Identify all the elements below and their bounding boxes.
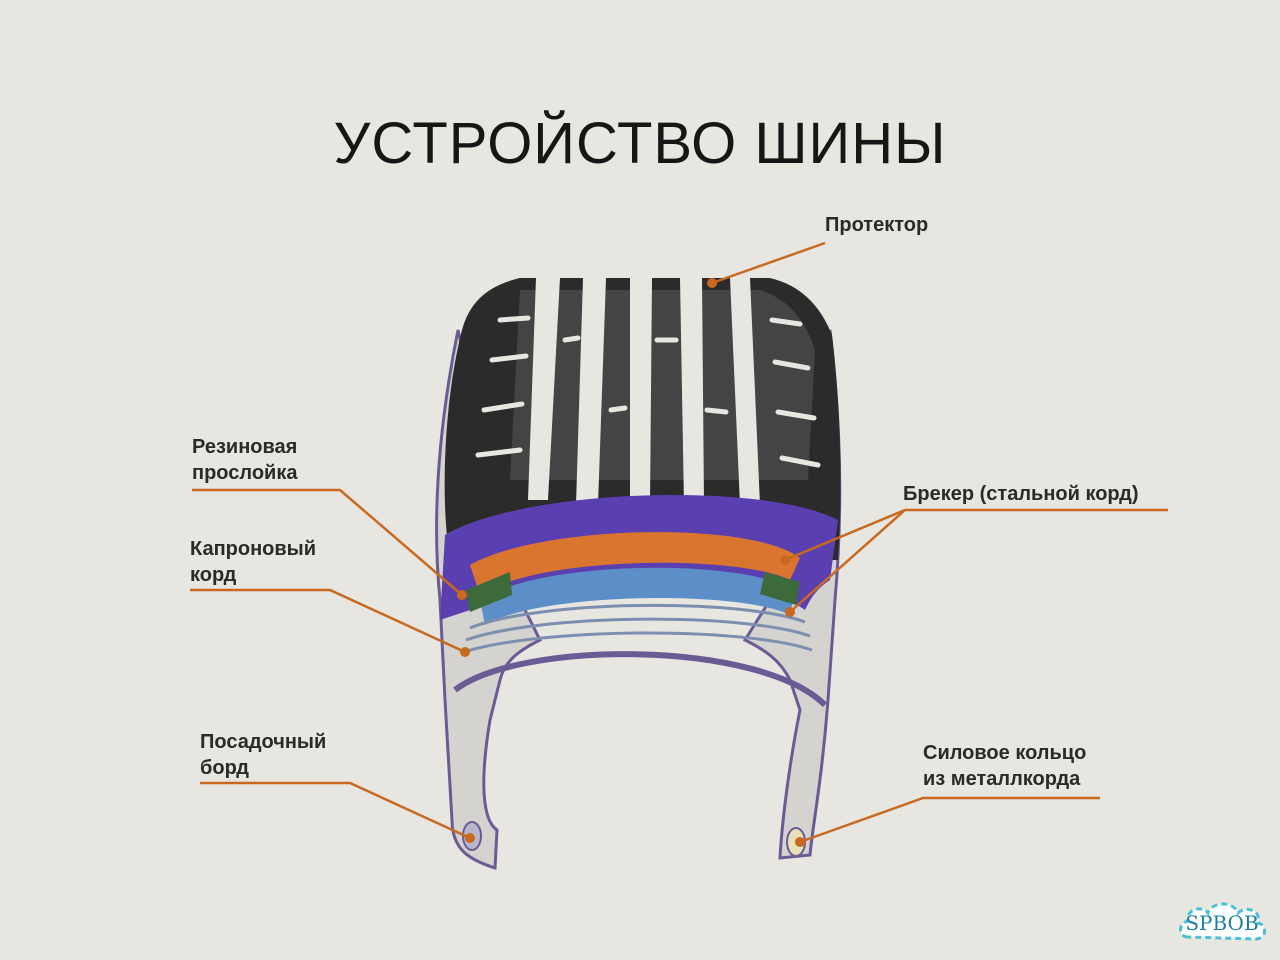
label-rubber-layer-line1: Резиновая (192, 436, 298, 458)
label-bead: Посадочный борд (200, 729, 326, 781)
tread-sipes (475, 315, 821, 468)
breaker-steel-cord (470, 532, 800, 595)
leader-lines (190, 241, 1168, 844)
page-title: УСТРОЙСТВО ШИНЫ (333, 111, 947, 176)
label-bead-line1: Посадочный (200, 731, 327, 753)
leader-bead-ring (799, 796, 1100, 844)
label-bead-line2: борд (200, 757, 249, 779)
label-breaker: Брекер (стальной корд) (903, 481, 1139, 507)
label-bead-ring-line1: Силовое кольцо (923, 742, 1087, 764)
cloud-icon (1179, 902, 1266, 941)
label-bead-ring-line2: из металлкорда (923, 768, 1081, 790)
label-protektor-text: Протектор (825, 214, 929, 236)
label-nylon-cord-line2: корд (190, 564, 237, 586)
breaker-edge-right (760, 572, 800, 605)
label-nylon-cord: Капроновый корд (190, 536, 316, 588)
label-bead-ring: Силовое кольцо из металлкорда (923, 740, 1086, 792)
label-breaker-text: Брекер (стальной корд) (903, 483, 1139, 505)
label-nylon-cord-line1: Капроновый (190, 538, 317, 560)
cord-plies (463, 603, 813, 654)
leader-breaker-2 (789, 509, 906, 613)
inner-liner (453, 651, 828, 708)
leader-breaker-1 (784, 508, 1168, 562)
leader-protektor (711, 241, 826, 285)
watermark-text: SPBOB (1185, 911, 1259, 935)
leader-bead (200, 781, 471, 840)
leader-rubber-layer (192, 488, 463, 596)
label-rubber-layer: Резиновая прослойка (192, 434, 297, 486)
label-rubber-layer-line2: прослойка (192, 462, 298, 484)
leader-dots (457, 278, 805, 847)
label-protektor: Протектор (825, 212, 928, 238)
leader-nylon-cord (190, 588, 466, 654)
breaker-edge-left (466, 572, 512, 612)
watermark-logo: SPBOB (1174, 893, 1270, 951)
nylon-cord (480, 567, 795, 625)
tread-grooves (528, 278, 760, 505)
